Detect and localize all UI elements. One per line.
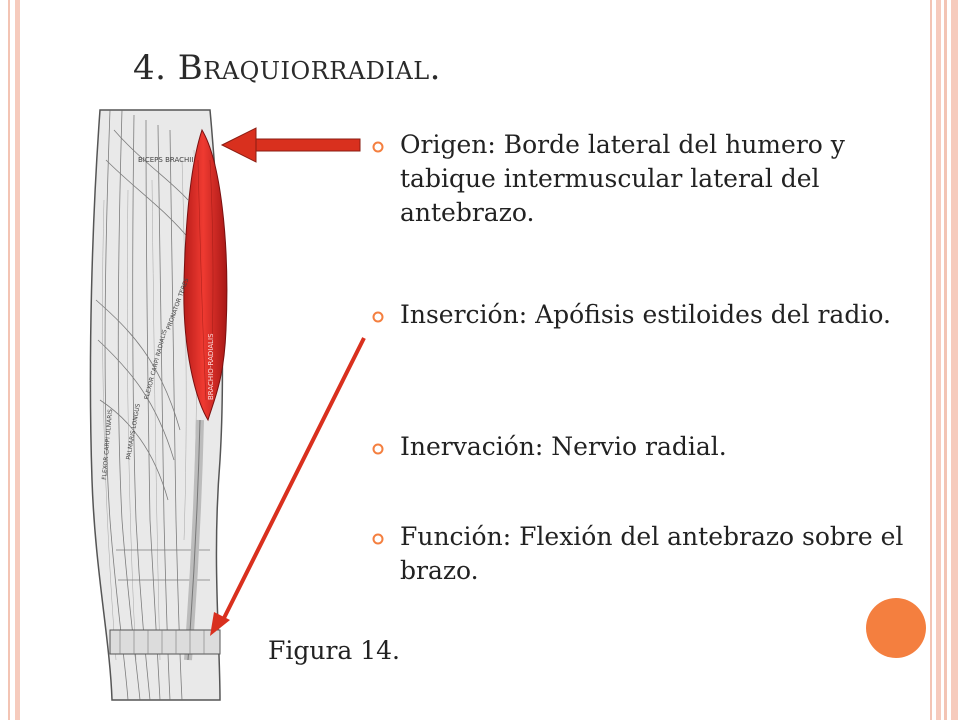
bullet-inervacion: Inervación: Nervio radial.: [370, 430, 727, 464]
label-brachioradialis: BRACHIO-RADIALIS: [207, 333, 215, 400]
decorative-circle: [866, 598, 926, 658]
bullet-icon: [372, 533, 384, 545]
bullet-insercion: Inserción: Apófisis estiloides del radio…: [370, 298, 891, 332]
bullet-icon: [372, 443, 384, 455]
slide-title: 4. Braquiorradial.: [133, 48, 441, 88]
origin-arrow: [220, 127, 361, 163]
bullet-icon: [372, 311, 384, 323]
bullet-origen: Origen: Borde lateral del humero y tabiq…: [370, 128, 910, 230]
bullet-icon: [372, 141, 384, 153]
insertion-arrow: [210, 337, 366, 636]
figure-caption: Figura 14.: [268, 636, 401, 665]
bullet-funcion: Función: Flexión del antebrazo sobre el …: [370, 520, 910, 588]
label-biceps: BICEPS BRACHII: [138, 156, 193, 164]
forearm-illustration: BICEPS BRACHII BRACHIO-RADIALIS FLEXOR C…: [89, 109, 228, 701]
slide-frame-right: [928, 0, 960, 720]
slide-frame-left: [0, 0, 22, 720]
